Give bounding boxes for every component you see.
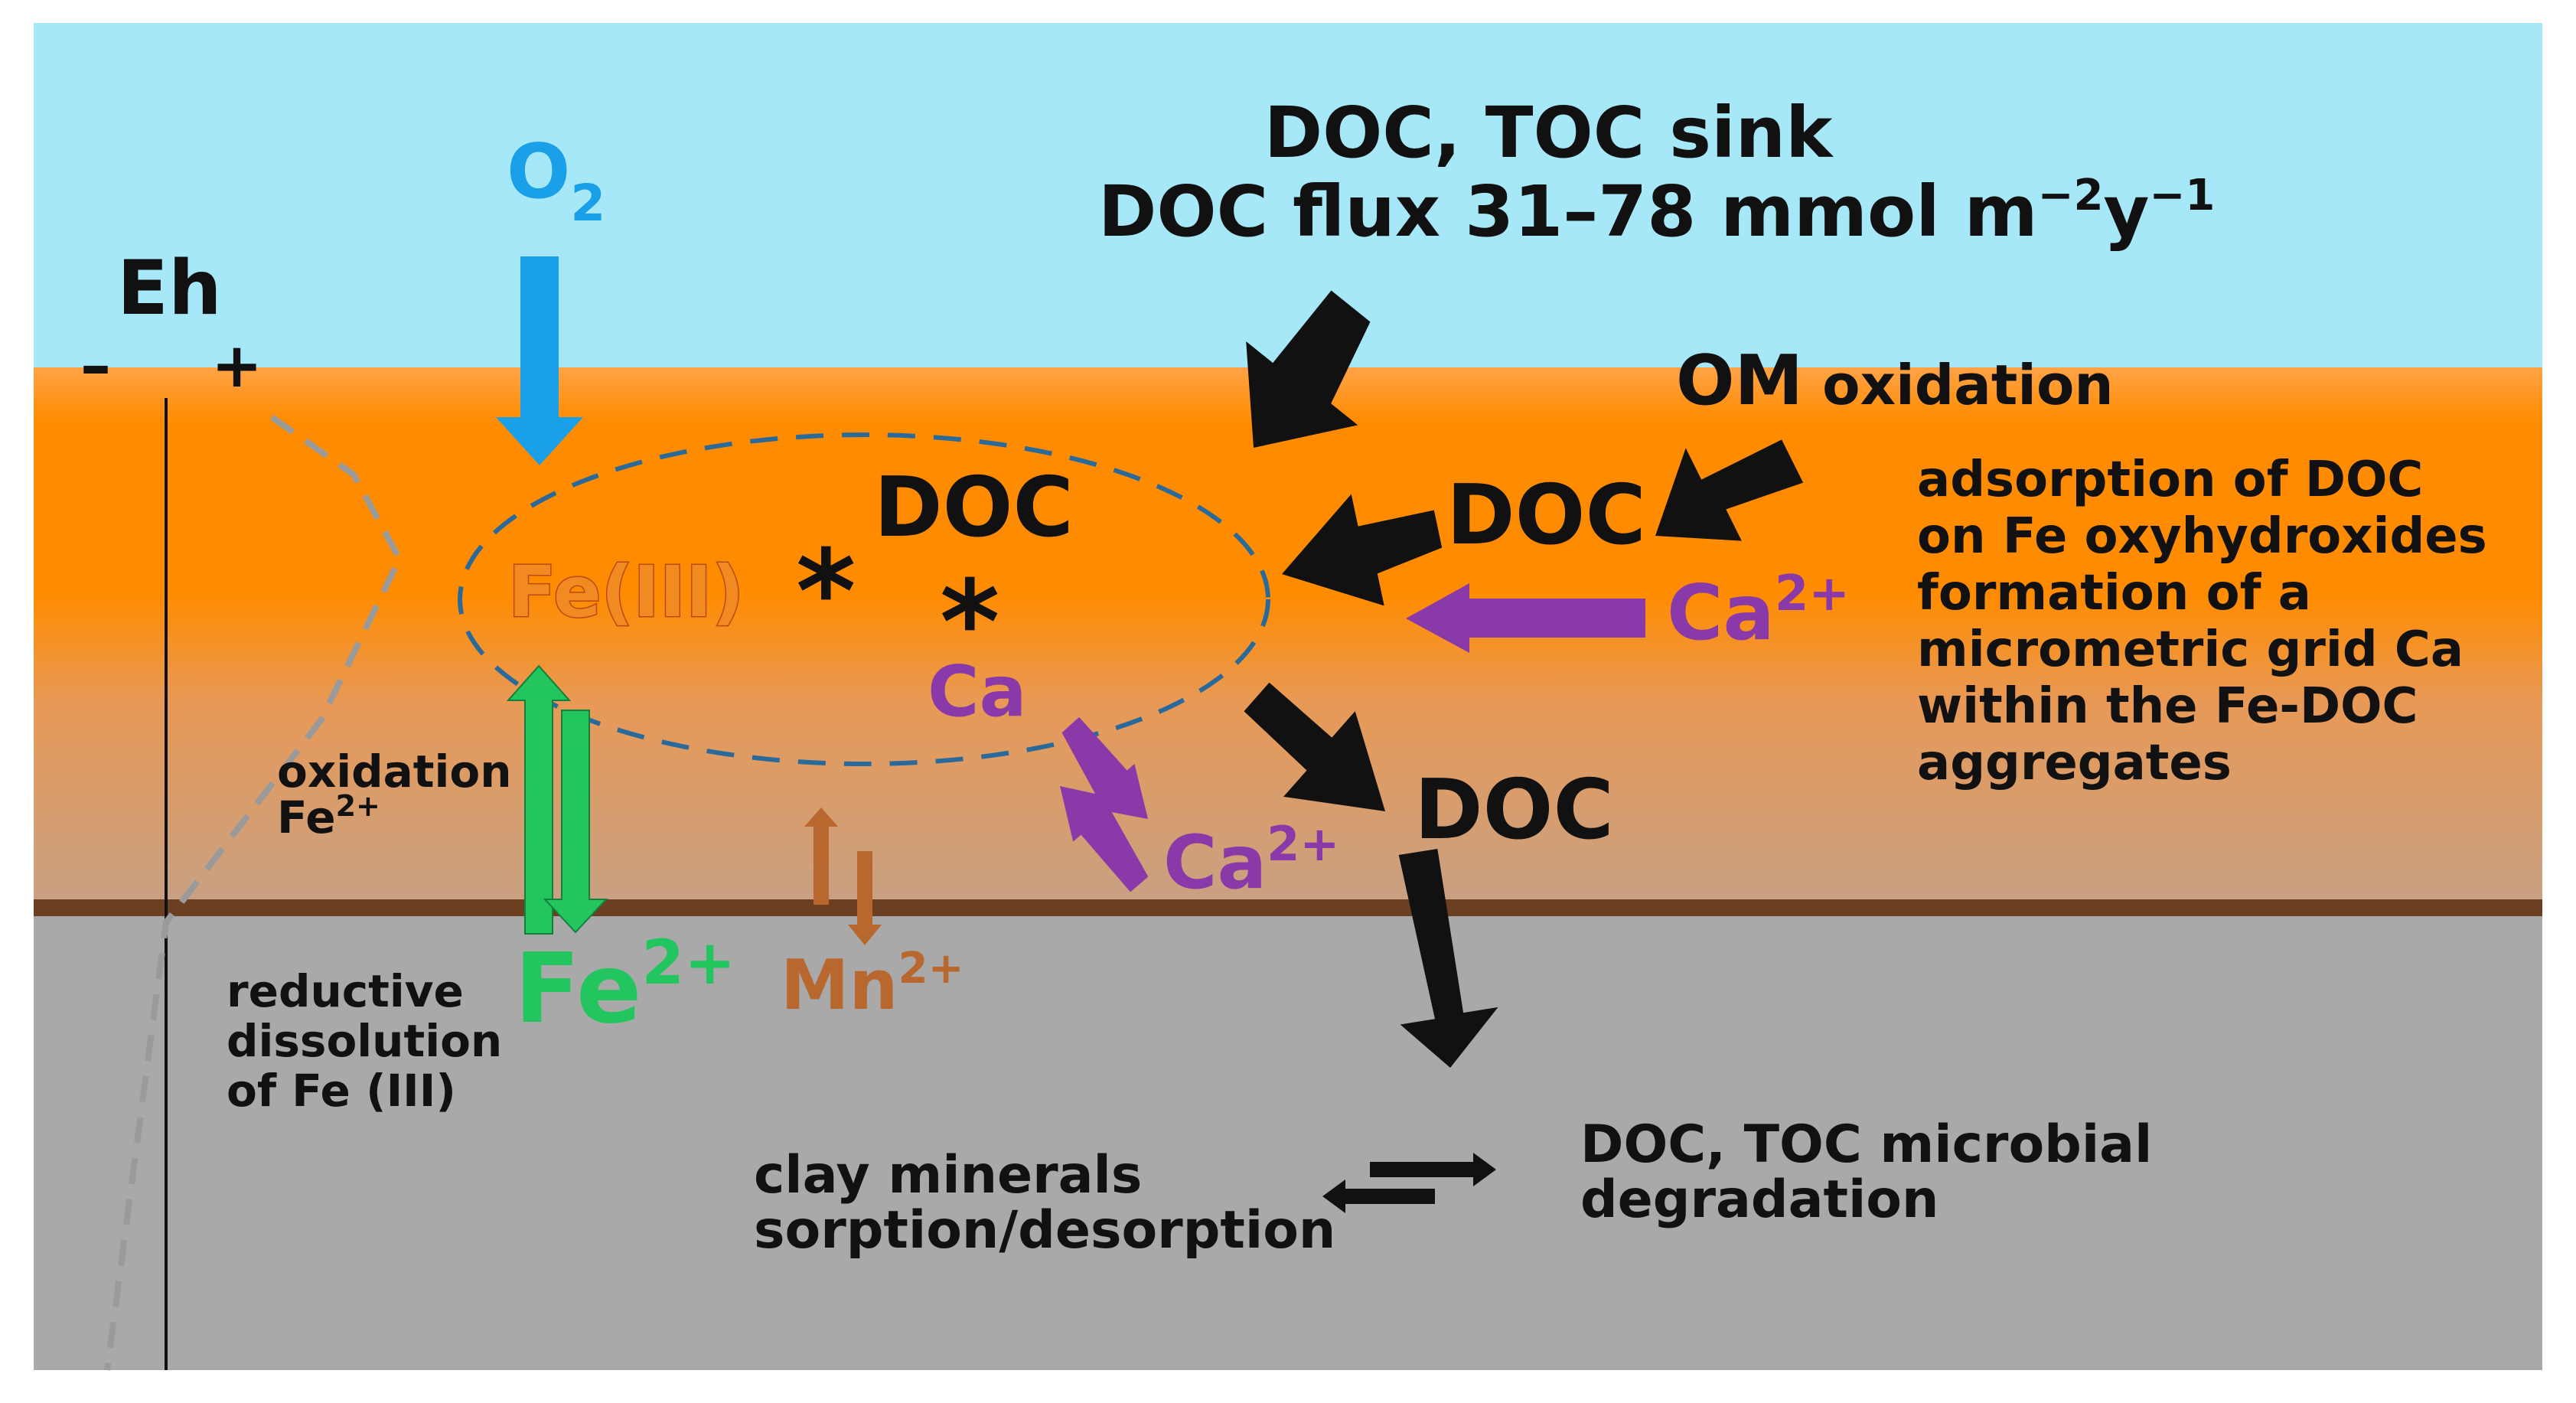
mn2-label: Mn2+ xyxy=(781,944,964,1026)
oxidation-fe-label: oxidation Fe2+ xyxy=(277,746,527,843)
ca-ellipse-label: Ca xyxy=(928,651,1027,732)
adsorption-note: adsorption of DOC on Fe oxyhydroxides fo… xyxy=(1917,452,2504,791)
microbial-degradation-label: DOC, TOC microbial degradation xyxy=(1580,1114,2170,1230)
anoxic-sediment-layer xyxy=(34,907,2542,1370)
sediment-water-interface-line xyxy=(34,899,2542,916)
eh-label: Eh xyxy=(117,245,222,332)
mn-oxidation-arrow xyxy=(804,808,838,905)
doc-flux-arrow xyxy=(1246,290,1371,448)
om-oxidation-label: OM oxidation xyxy=(1676,341,2114,421)
ca-influx-arrow xyxy=(1406,583,1645,653)
sink-title: DOC, TOC sink xyxy=(1264,92,1834,174)
eh-minus: – xyxy=(80,330,111,401)
reductive-dissolution-label: reductive dissolution of Fe (III) xyxy=(227,965,517,1117)
mn-reduction-arrow xyxy=(848,851,882,945)
om-oxidation-arrow xyxy=(1655,439,1804,541)
water-column xyxy=(34,23,2542,367)
doc-right-label: DOC xyxy=(1446,468,1646,563)
o2-label: O2 xyxy=(507,129,605,233)
equilibrium-forward-arrow xyxy=(1370,1153,1496,1186)
ca2-right-label: Ca2+ xyxy=(1667,566,1850,657)
ca-uptake-arrow xyxy=(1060,786,1149,892)
asterisk-1: * xyxy=(796,526,856,659)
oxic-sediment-layer xyxy=(34,367,2542,907)
fe-doc-aggregate-ellipse xyxy=(458,432,1270,766)
doc-lower-label: DOC xyxy=(1414,762,1614,858)
clay-minerals-label: clay minerals sorption/desorption xyxy=(754,1145,1335,1261)
fe-oxidation-arrow xyxy=(506,664,572,935)
eh-profile-curve xyxy=(104,414,403,1371)
o2-arrow xyxy=(496,256,583,465)
ellipse-to-doc-arrow xyxy=(1244,682,1385,811)
eh-plus: + xyxy=(211,330,262,401)
asterisk-2: * xyxy=(940,556,999,690)
doc-to-ellipse-arrow xyxy=(1282,494,1443,606)
doc-ellipse-label: DOC xyxy=(874,460,1074,556)
fe-reduction-arrow xyxy=(543,710,608,934)
equilibrium-backward-arrow xyxy=(1322,1179,1435,1213)
doc-flux-label: DOC flux 31–78 mmol m−2y−1 xyxy=(1098,171,2215,253)
ca2-lower-label: Ca2+ xyxy=(1163,816,1339,905)
fe2-label: Fe2+ xyxy=(514,927,735,1045)
ca-release-arrow xyxy=(1061,716,1148,819)
fe3-label: Fe(III) xyxy=(508,551,744,633)
doc-to-sediment-arrow xyxy=(1398,849,1498,1068)
